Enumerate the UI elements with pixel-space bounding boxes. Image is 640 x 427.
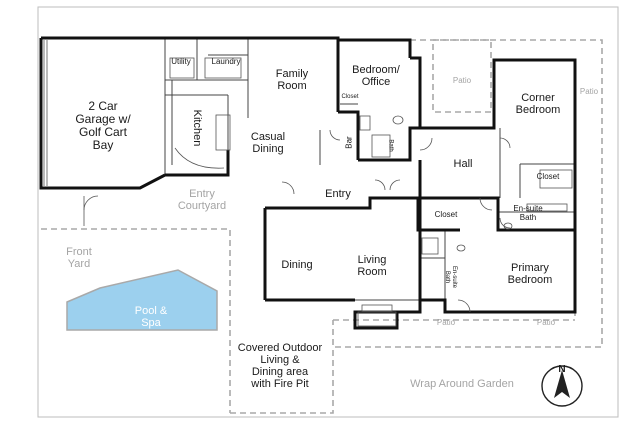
room-label-hall: Hall [453,158,473,170]
room-label-kitchen: Kitchen [191,109,203,147]
room-label-family-room: Family Room [275,68,309,92]
page-frame [37,6,619,418]
label-wrap-around-garden: Wrap Around Garden [410,378,514,390]
pool [66,269,218,331]
fireplace [357,304,397,327]
bath-fixtures [359,115,573,255]
room-label-entry: Entry [325,188,351,200]
room-label-closet-corner: Closet [536,172,560,181]
label-pool-spa: Pool & Spa [134,305,168,329]
compass-rose [541,365,583,407]
room-label-bar: Bar [344,136,354,149]
label-patio-bottom-right: Patio [536,318,556,327]
room-label-bath: Bath [387,139,394,152]
label-entry-courtyard: Entry Courtyard [177,188,227,212]
room-label-covered-outdoor: Covered Outdoor Living & Dining area wit… [237,342,323,390]
room-label-garage: 2 Car Garage w/ Golf Cart Bay [75,99,131,152]
kitchen-fixtures [169,57,242,169]
room-label-closet-hall: Closet [434,210,458,219]
room-label-utility: Utility [171,57,191,66]
room-label-living-room: Living Room [357,254,387,278]
label-patio-right: Patio [579,87,599,96]
room-label-ensuite-bath-upper: En-suite Bath [513,204,543,222]
room-label-ensuite-bath-lower: En-suite Bath [444,265,457,288]
room-label-dining: Dining [281,259,313,271]
room-label-corner-bedroom: Corner Bedroom [515,92,561,116]
exterior-walls [39,36,577,330]
label-patio-top: Patio [452,76,472,85]
room-label-primary-bedroom: Primary Bedroom [507,262,553,286]
garage-doors [43,40,48,186]
label-patio-bottom-left: Patio [436,318,456,327]
room-label-closet-office: Closet [341,94,359,100]
compass-north-label: N [558,364,566,375]
label-front-yard: Front Yard [66,246,92,270]
door-swings [83,129,511,313]
room-label-laundry: Laundry [211,57,241,66]
room-label-casual-dining: Casual Dining [250,131,286,155]
room-label-bedroom-office: Bedroom/ Office [352,64,400,88]
